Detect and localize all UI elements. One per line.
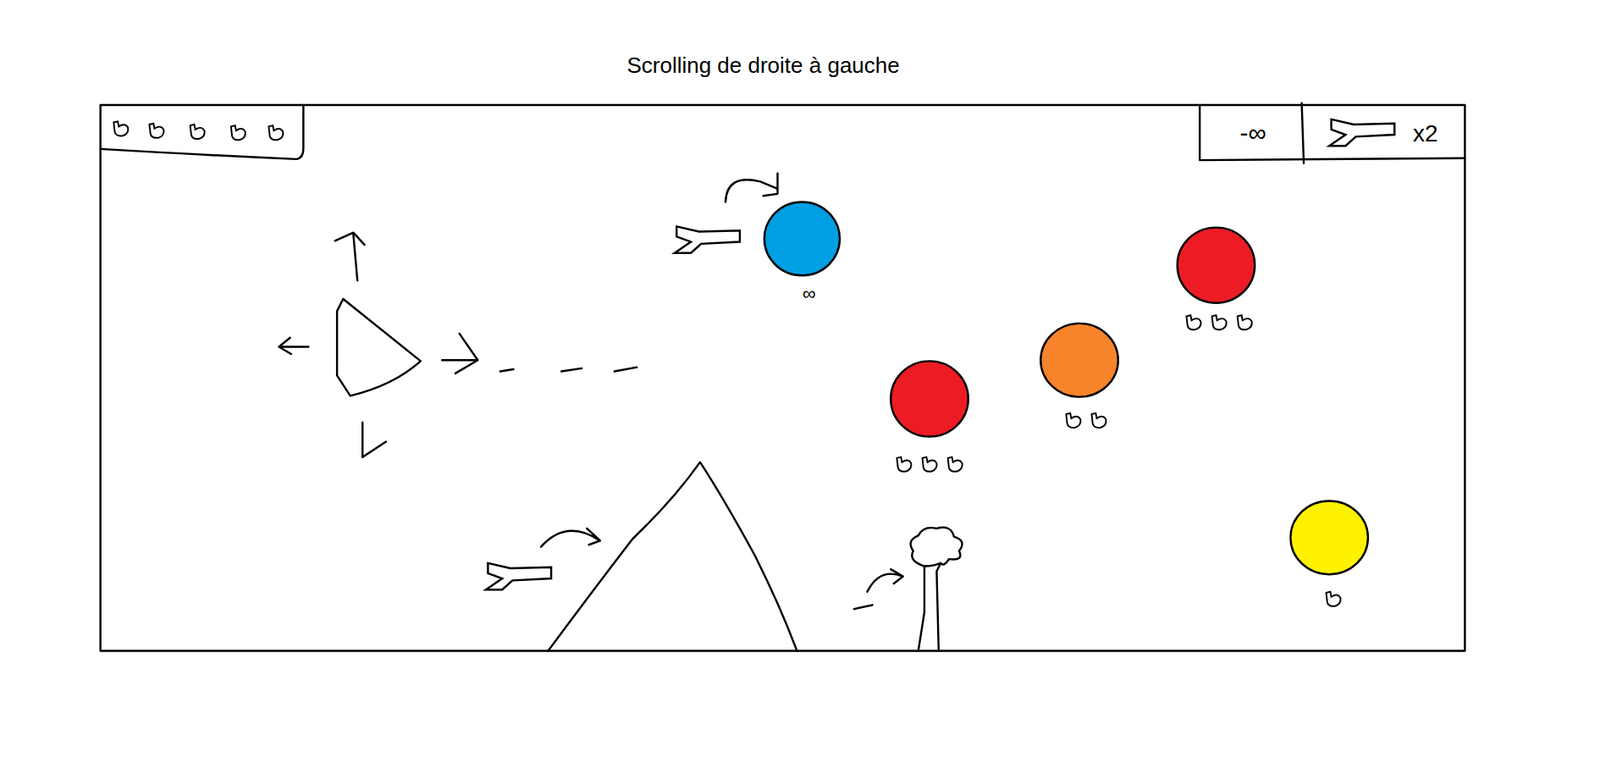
game-frame (100, 104, 1466, 651)
mountain (547, 462, 797, 652)
tree-crown (910, 527, 963, 567)
yellow-balloon (1290, 500, 1369, 574)
ammo-infinite: ∞ (802, 284, 817, 304)
ammo-panel (1199, 103, 1465, 164)
move-arrow (335, 232, 365, 282)
blue-balloon (764, 202, 840, 276)
title: Scrolling de droite à gauche (626, 54, 900, 77)
red-balloon (1177, 227, 1256, 304)
gun-icon (674, 226, 740, 253)
motion-arrow (725, 173, 778, 203)
player-ship (336, 298, 421, 396)
ammo-count: -∞ (1239, 120, 1266, 146)
move-arrow (441, 333, 478, 374)
life-icons (113, 121, 1341, 606)
tree-trunk (918, 562, 942, 652)
motion-arrow (854, 568, 904, 609)
move-arrow (278, 337, 309, 354)
weapon-count: x2 (1412, 121, 1439, 146)
move-arrow (362, 422, 387, 458)
motion-arrow (540, 528, 601, 547)
gun-icon (485, 562, 552, 590)
red-balloon (890, 360, 969, 436)
gun-icon (1329, 119, 1395, 146)
lives-panel (100, 104, 304, 160)
orange-balloon (1040, 323, 1119, 398)
shot-trail (500, 367, 637, 372)
